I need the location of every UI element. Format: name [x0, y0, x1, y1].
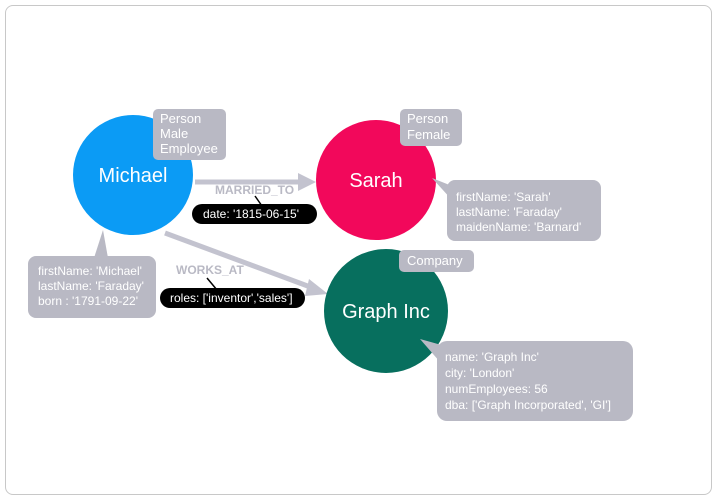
- graph-inc-circle: [324, 249, 448, 373]
- michael-label-person: Person: [160, 111, 201, 126]
- sarah-prop-firstname: firstName: 'Sarah': [456, 190, 551, 204]
- sarah-prop-lastname: lastName: 'Faraday': [456, 205, 562, 219]
- node-graph-inc[interactable]: Graph Inc Company name: 'Graph Inc' city…: [324, 249, 633, 421]
- works-at-property-pill: [160, 288, 305, 308]
- michael-label-male: Male: [160, 126, 188, 141]
- sarah-label-female: Female: [407, 127, 450, 142]
- graph-inc-prop-numemployees: numEmployees: 56: [445, 382, 548, 396]
- graph-inc-label-company: Company: [407, 253, 463, 268]
- works-at-property: roles: ['inventor','sales']: [170, 291, 293, 305]
- michael-prop-firstname: firstName: 'Michael': [38, 264, 142, 278]
- sarah-name: Sarah: [349, 170, 402, 192]
- married-to-arrow-head: [298, 173, 316, 191]
- graph-inc-properties-callout: [437, 341, 633, 421]
- graph-inc-prop-dba: dba: ['Graph Incorporated', 'GI']: [445, 398, 611, 412]
- michael-label-employee: Employee: [160, 141, 218, 156]
- sarah-circle: [316, 120, 436, 240]
- sarah-properties-callout: [447, 180, 601, 241]
- sarah-labels-box: [400, 109, 462, 146]
- node-michael[interactable]: Michael Person Male Employee firstName: …: [28, 109, 226, 318]
- graph-inc-prop-name: name: 'Graph Inc': [445, 350, 539, 364]
- michael-prop-lastname: lastName: 'Faraday': [38, 279, 144, 293]
- node-sarah[interactable]: Sarah Person Female firstName: 'Sarah' l…: [316, 109, 601, 241]
- graph-inc-labels-box: [399, 250, 474, 272]
- graph-inc-name: Graph Inc: [342, 301, 430, 323]
- works-at-arrow-line: [164, 230, 314, 291]
- works-at-arrow-head: [305, 279, 328, 296]
- graph-inc-prop-city: city: 'London': [445, 366, 514, 380]
- michael-callout-pointer: [94, 230, 108, 258]
- relationship-married-to[interactable]: MARRIED_TO date: '1815-06-15': [192, 173, 317, 224]
- works-at-type: WORKS_AT: [176, 263, 244, 277]
- married-to-property-pill: [192, 204, 317, 224]
- married-to-property: date: '1815-06-15': [203, 207, 299, 221]
- michael-name: Michael: [99, 165, 168, 187]
- michael-properties-callout: [28, 256, 156, 318]
- michael-prop-born: born : '1791-09-22': [38, 294, 138, 308]
- married-to-type: MARRIED_TO: [215, 183, 294, 197]
- relationship-works-at[interactable]: WORKS_AT roles: ['inventor','sales']: [160, 230, 328, 308]
- sarah-prop-maidenname: maidenName: 'Barnard': [456, 220, 581, 234]
- michael-labels-box: [153, 109, 226, 160]
- sarah-label-person: Person: [407, 111, 448, 126]
